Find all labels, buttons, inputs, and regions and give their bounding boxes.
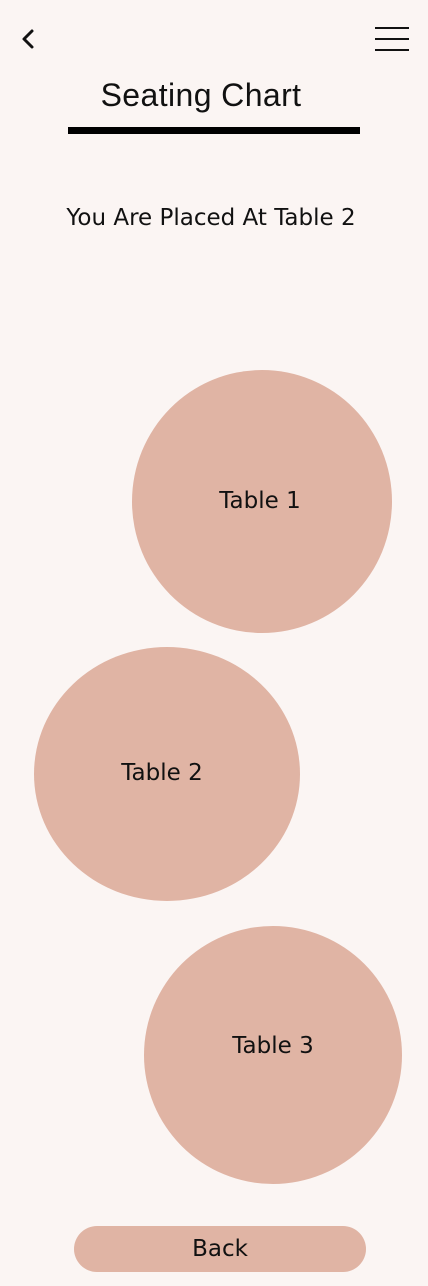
back-button[interactable]: Back — [74, 1226, 366, 1272]
chevron-left-icon — [22, 29, 34, 49]
back-button-label: Back — [192, 1236, 248, 1262]
page-title: Seating Chart — [100, 77, 302, 113]
table-2-circle[interactable]: Table 2 — [34, 647, 300, 901]
table-label: Table 1 — [219, 487, 301, 514]
back-chevron-button[interactable] — [14, 24, 42, 54]
hamburger-menu-icon-line — [375, 49, 409, 51]
table-label: Table 3 — [232, 1033, 314, 1060]
table-3-circle[interactable]: Table 3 — [144, 926, 402, 1184]
table-1-circle[interactable]: Table 1 — [132, 370, 392, 633]
hamburger-menu-icon-line — [375, 38, 409, 40]
table-label: Table 2 — [121, 760, 203, 787]
placement-message: You Are Placed At Table 2 — [66, 205, 356, 231]
title-underline — [68, 127, 360, 134]
hamburger-menu-icon-line — [375, 27, 409, 29]
hamburger-menu-button[interactable] — [372, 24, 412, 54]
